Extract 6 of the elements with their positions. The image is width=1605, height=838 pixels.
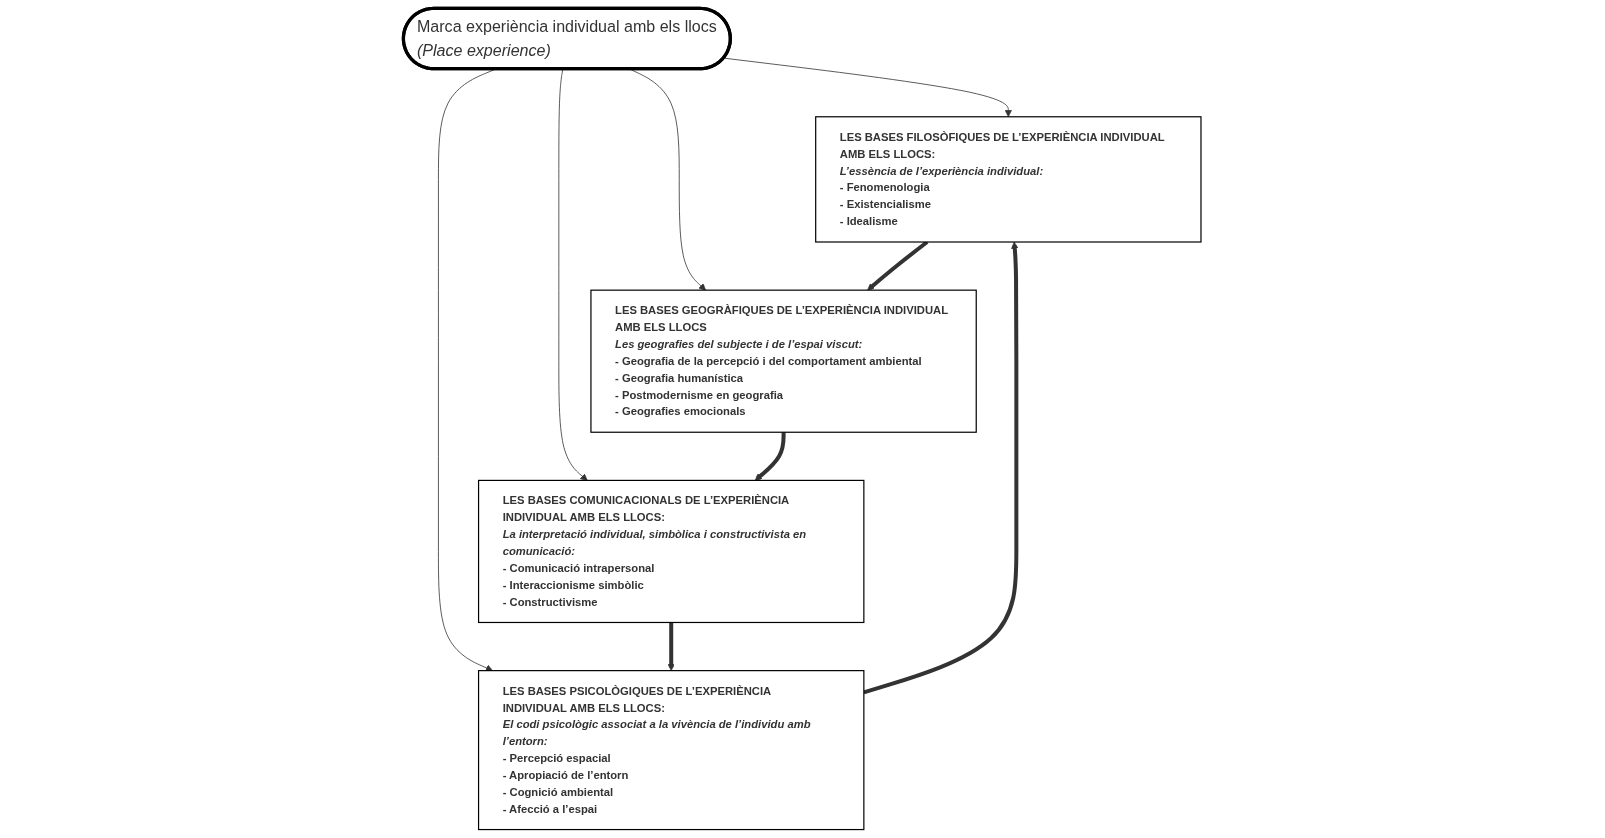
arrow — [668, 622, 676, 671]
node-box: LES BASES GEOGRÀFIQUES DE L’EXPERIÈNCIA INDIVIDUAL AMB ELS LLOCS Les geografies del subjecte i de l’espai viscut: - Geografia de la percepció i del comportament ambiental - Geografia humanística - Postmodernisme en geografia - Geografies emocionals — [590, 289, 978, 433]
arrow — [755, 432, 786, 481]
node-box: LES BASES COMUNICACIONALS DE L’EXPERIÈNCIA INDIVIDUAL AMB ELS LLOCS: La interpretació individual, simbòlica i constructivista en comunicació: - Comunicació intrapersonal - Interaccionisme simbòlic - Constructivisme — [478, 479, 865, 624]
node-box: LES BASES FILOSÒFIQUES DE L’EXPERIÈNCIA INDIVIDUAL AMB ELS LLOCS: L’essència de l’experiència individual: - Fenomenologia - Existencialisme - Idealisme — [815, 116, 1202, 243]
node-box: LES BASES PSICOLÒGIQUES DE L’EXPERIÈNCIA INDIVIDUAL AMB ELS LLOCS: El codi psicològic associat a la vivència de l’individu amb l’entorn: - Percepció espacial - Apropiació de l’entorn - Cognició ambiental - Afecció a l’espai — [478, 670, 865, 831]
